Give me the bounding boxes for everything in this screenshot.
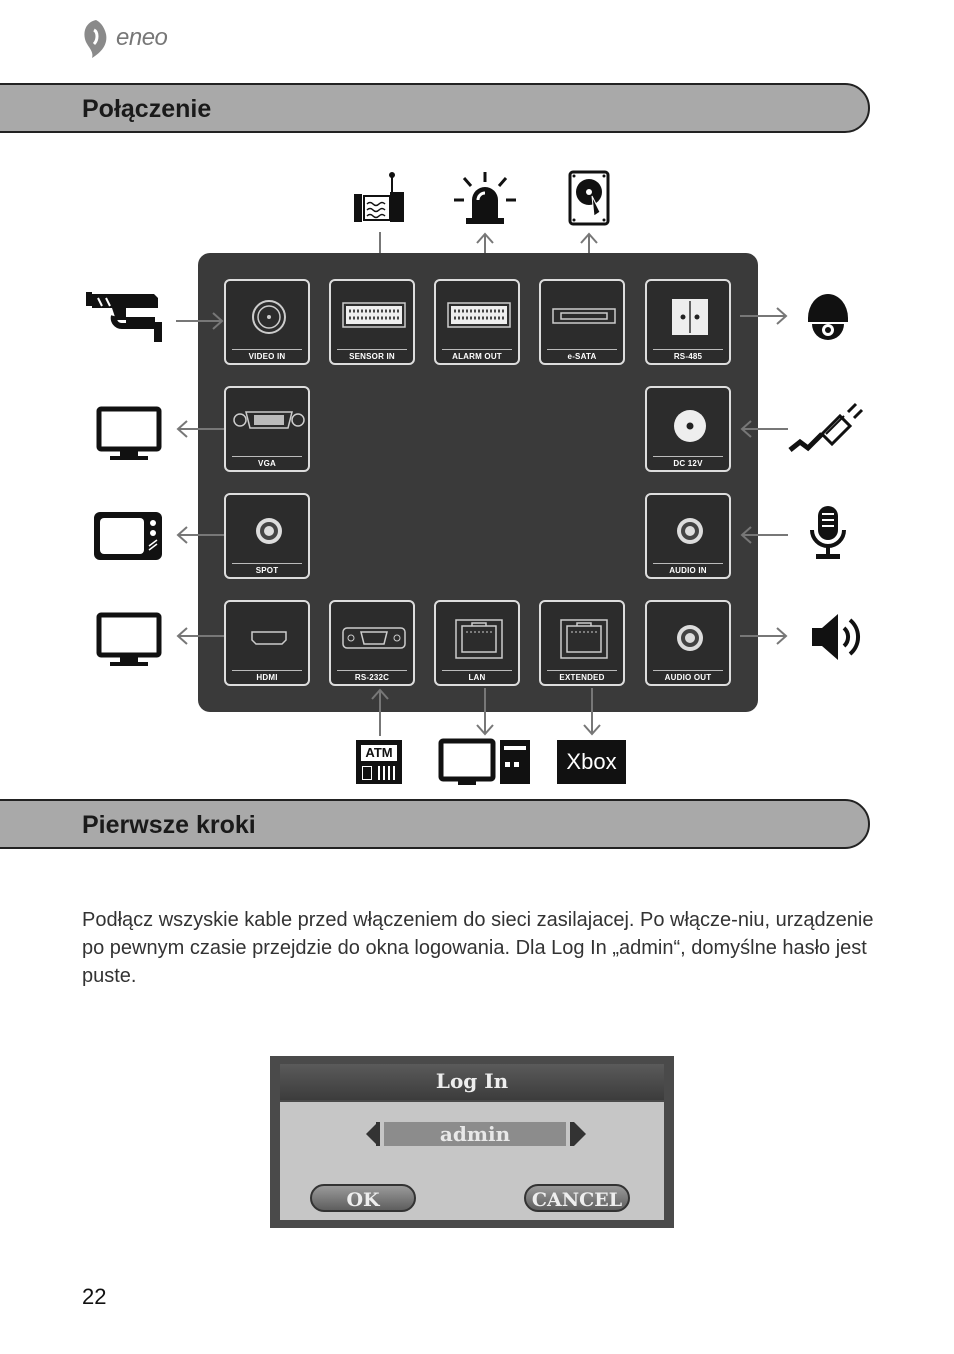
port-label: AUDIO IN — [647, 563, 729, 575]
hard-disk-icon — [568, 170, 610, 226]
port-label: VIDEO IN — [226, 349, 308, 361]
arrow-vga — [176, 420, 224, 438]
arrow-spot — [176, 526, 224, 544]
microphone-icon — [810, 506, 846, 559]
instructions-paragraph: Podłącz wszyskie kable przed włączeniem … — [82, 909, 874, 987]
port-audio-in: AUDIO IN — [645, 493, 731, 579]
port-label: RS-485 — [647, 349, 729, 361]
port-label: LAN — [436, 670, 518, 682]
section-title: Połączenie — [82, 95, 212, 123]
port-dc12v: DC 12V — [645, 386, 731, 472]
section-title: Pierwsze kroki — [82, 811, 256, 839]
port-audio-out: AUDIO OUT — [645, 600, 731, 686]
xbox-label: Xbox — [566, 749, 617, 774]
login-dialog: Log In admin OK CANCEL — [270, 1056, 674, 1228]
computer-icon — [438, 738, 530, 785]
monitor-icon — [96, 612, 162, 666]
port-label: ALARM OUT — [436, 349, 518, 361]
next-user-arrow-icon[interactable] — [574, 1122, 586, 1146]
eneo-logo: eneo — [80, 16, 168, 60]
arrow-video-in — [176, 312, 224, 330]
port-alarm-out: ALARM OUT — [434, 279, 520, 365]
logo-text: eneo — [116, 24, 168, 51]
arrow-rs485 — [740, 307, 788, 325]
port-label: e-SATA — [541, 349, 623, 361]
port-label: EXTENDED — [541, 670, 623, 682]
sensor-icon — [354, 172, 404, 222]
port-label: SENSOR IN — [331, 349, 413, 361]
port-spot: SPOT — [224, 493, 310, 579]
arrow-hdmi — [176, 627, 224, 645]
camera-icon — [86, 292, 162, 342]
port-hdmi: HDMI — [224, 600, 310, 686]
username-selector[interactable]: admin — [384, 1122, 566, 1146]
arrow-audio-in — [740, 526, 788, 544]
port-extended: EXTENDED — [539, 600, 625, 686]
login-dialog-title: Log In — [280, 1064, 664, 1100]
atm-icon: ATM — [356, 740, 402, 784]
port-label: DC 12V — [647, 456, 729, 468]
page-number: 22 — [82, 1284, 107, 1309]
arrow-rs232c — [371, 688, 389, 736]
port-label: RS-232C — [331, 670, 413, 682]
port-sensor-in: SENSOR IN — [329, 279, 415, 365]
arrow-dc12v — [740, 420, 788, 438]
prev-user-arrow-icon[interactable] — [366, 1122, 378, 1146]
port-lan: LAN — [434, 600, 520, 686]
port-label: VGA — [226, 456, 308, 468]
port-label: AUDIO OUT — [647, 670, 729, 682]
arrow-audio-out — [740, 627, 788, 645]
monitor-icon — [96, 406, 162, 460]
port-rs232c: RS-232C — [329, 600, 415, 686]
xbox-icon: Xbox — [557, 740, 626, 784]
login-dialog-body: admin OK CANCEL — [280, 1102, 664, 1220]
power-plug-icon — [788, 402, 864, 452]
port-esata: e-SATA — [539, 279, 625, 365]
port-rs485: RS-485 — [645, 279, 731, 365]
arrow-extended — [583, 688, 601, 736]
atm-label: ATM — [361, 745, 397, 761]
arrow-lan — [476, 688, 494, 736]
eneo-logo-icon — [84, 20, 107, 58]
section-header-connection: Połączenie — [0, 83, 870, 133]
port-label: SPOT — [226, 563, 308, 575]
arrow-right-bar — [570, 1122, 574, 1146]
arrow-left-bar — [376, 1122, 380, 1146]
tv-icon — [94, 512, 162, 560]
section-header-first-steps: Pierwsze kroki — [0, 799, 870, 849]
cancel-button[interactable]: CANCEL — [524, 1184, 630, 1212]
port-label: HDMI — [226, 670, 308, 682]
port-video-in: VIDEO IN — [224, 279, 310, 365]
dome-camera-icon — [808, 294, 848, 340]
atm-keypad-icon — [378, 766, 396, 780]
ok-button[interactable]: OK — [310, 1184, 416, 1212]
atm-slot-icon — [362, 766, 372, 780]
speaker-icon — [812, 614, 861, 660]
port-vga: VGA — [224, 386, 310, 472]
alarm-siren-icon — [454, 172, 516, 224]
